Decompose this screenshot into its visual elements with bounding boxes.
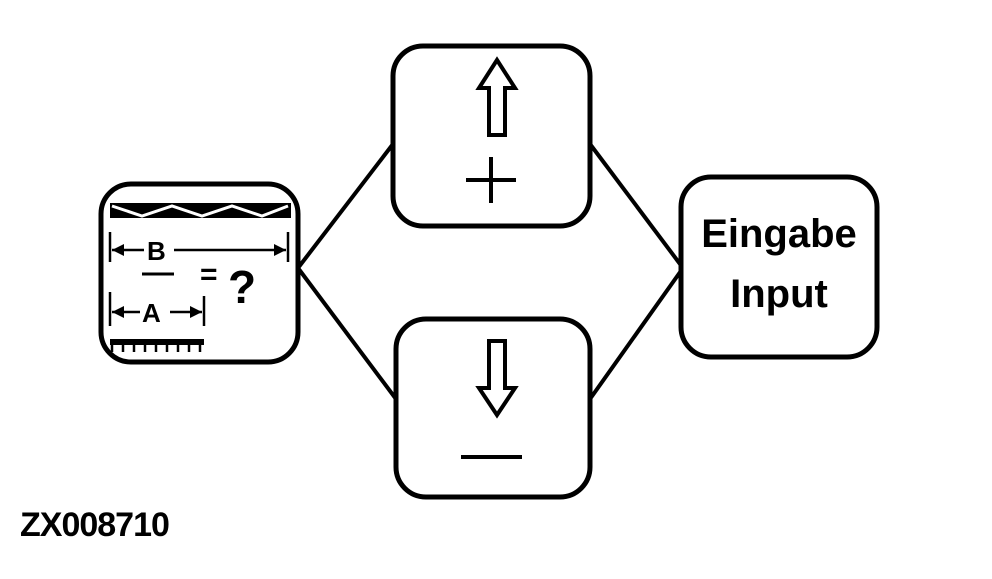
input-box: Eingabe Input: [678, 174, 880, 360]
plus-sign: [466, 157, 516, 203]
label-b: B: [147, 236, 166, 266]
connector-increase-to-input: [588, 142, 685, 270]
input-label-english: Input: [730, 272, 828, 316]
dimension-a: A: [108, 292, 206, 328]
dimension-b: B: [108, 232, 290, 266]
increase-box: [390, 43, 593, 229]
ratio-box: B = ? A: [98, 181, 301, 365]
input-label-german: Eingabe: [701, 212, 857, 256]
question-mark: ?: [228, 261, 256, 313]
equals-sign: =: [200, 258, 218, 291]
connector-decrease-to-input: [588, 266, 685, 401]
decrease-box: [393, 316, 593, 500]
arrow-down-icon: [475, 339, 519, 419]
ruler-icon: [110, 339, 204, 352]
truss-beam-icon: [110, 203, 291, 218]
connector-ratio-to-increase: [296, 142, 395, 270]
figure-id: ZX008710: [20, 506, 170, 544]
connector-ratio-to-decrease: [296, 266, 398, 401]
label-a: A: [142, 298, 161, 328]
arrow-up-icon: [475, 56, 519, 137]
